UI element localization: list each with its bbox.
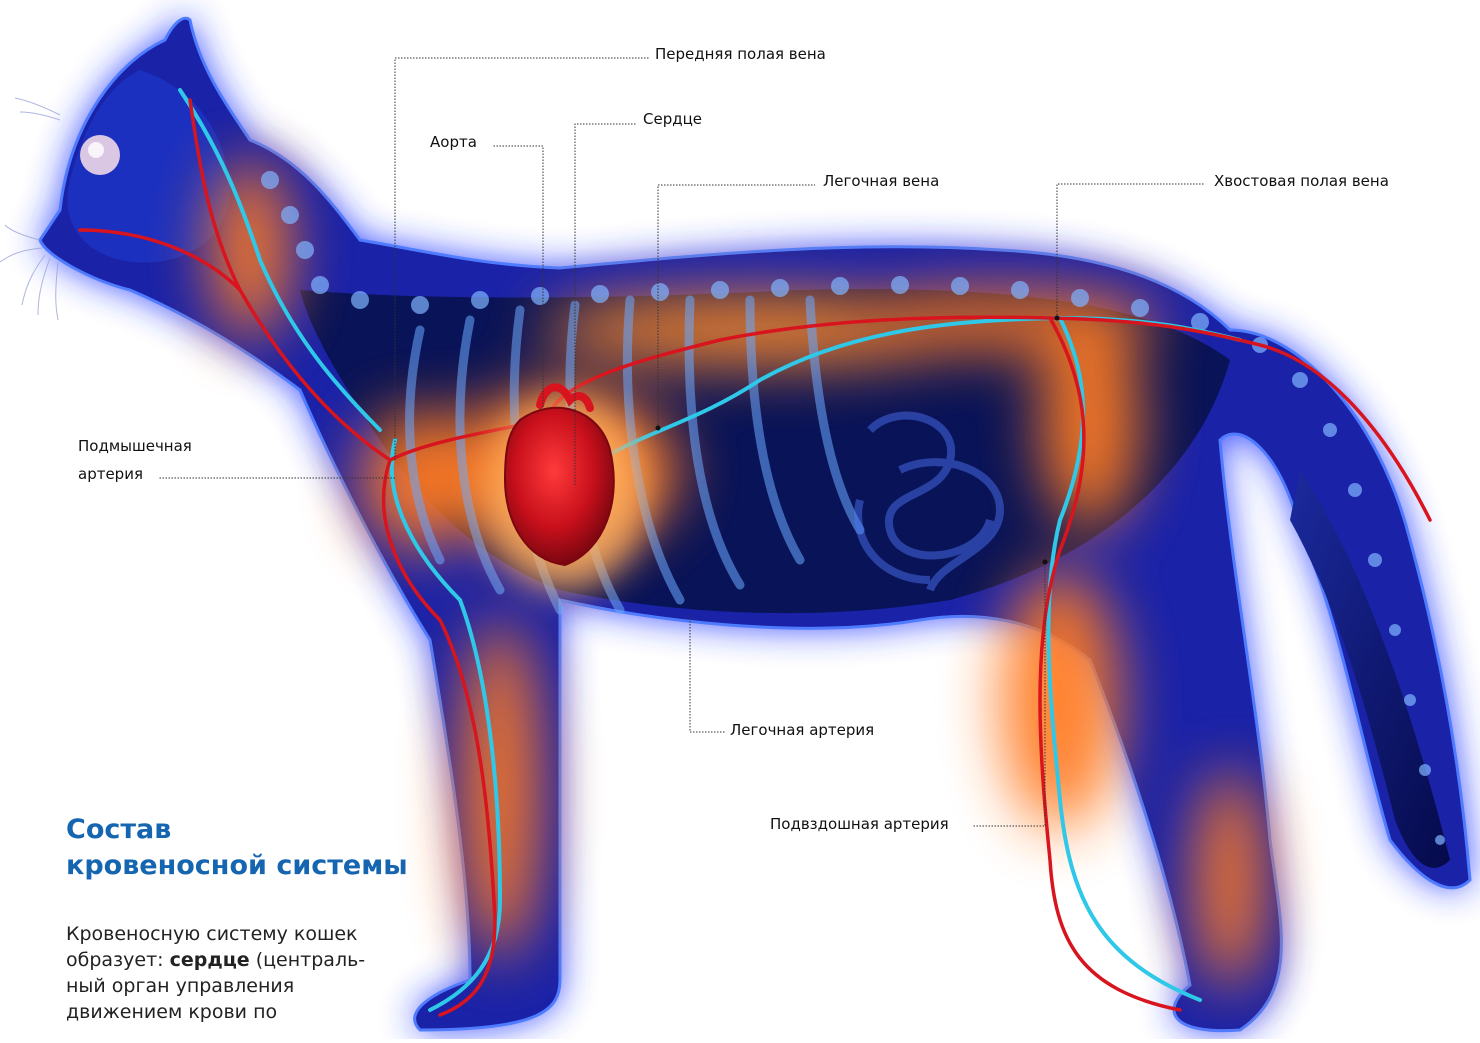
label-axillary-artery-line1: Подмышечная xyxy=(78,437,192,455)
body-line1: Кровеносную систему кошек xyxy=(66,921,426,947)
label-caudal-vena-cava: Хвостовая полая вена xyxy=(1214,172,1389,190)
label-aorta: Аорта xyxy=(430,133,477,151)
body-line2-bold: сердце xyxy=(170,949,250,971)
section-heading: Состав кровеносной системы xyxy=(66,812,408,884)
body-line2-pre: образует: xyxy=(66,949,170,971)
body-line2-post: (централь- xyxy=(250,949,365,971)
label-pulmonary-artery: Легочная артерия xyxy=(730,721,874,739)
body-paragraph: Кровеносную систему кошек образует: серд… xyxy=(66,921,426,1025)
whiskers xyxy=(0,98,60,320)
label-pulmonary-vein: Легочная вена xyxy=(823,172,939,190)
leader-pulmonary-artery xyxy=(690,615,725,732)
label-heart: Сердце xyxy=(643,110,702,128)
section-heading-line2: кровеносной системы xyxy=(66,848,408,884)
body-line3: ный орган управления xyxy=(66,973,426,999)
body-line2: образует: сердце (централь- xyxy=(66,947,426,973)
label-iliac-artery: Подвздошная артерия xyxy=(770,815,949,833)
section-heading-line1: Состав xyxy=(66,812,408,848)
eye xyxy=(80,135,120,175)
label-axillary-artery-line2: артерия xyxy=(78,465,143,483)
body-line4: движением крови по xyxy=(66,999,426,1025)
label-anterior-vena-cava: Передняя полая вена xyxy=(655,45,826,63)
